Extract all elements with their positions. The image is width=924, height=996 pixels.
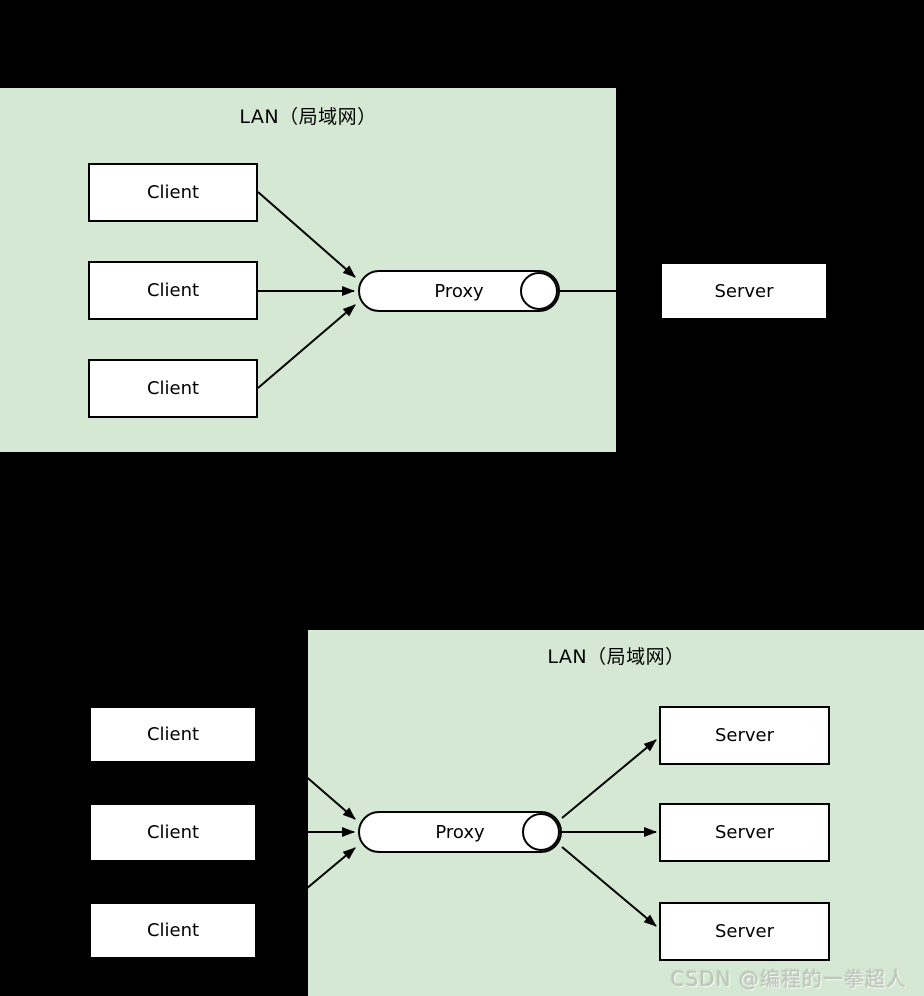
cylinder-cap-icon bbox=[522, 813, 560, 851]
fwd-client-node-3: Client bbox=[88, 359, 258, 418]
rev-client-node-3: Client bbox=[89, 902, 257, 959]
rev-client-node-1: Client bbox=[89, 706, 257, 763]
cylinder-cap-icon bbox=[520, 272, 558, 310]
fwd-server-node: Server bbox=[660, 262, 828, 320]
fwd-proxy-label: Proxy bbox=[434, 280, 484, 302]
rev-server-label-3: Server bbox=[714, 921, 775, 942]
rev-proxy-label: Proxy bbox=[435, 821, 485, 843]
rev-proxy-node: Proxy bbox=[358, 811, 562, 853]
reverse-proxy-lan-title: LAN（局域网） bbox=[547, 646, 685, 668]
fwd-client-label-1: Client bbox=[146, 182, 200, 203]
fwd-client-node-2: Client bbox=[88, 261, 258, 320]
rev-server-label-2: Server bbox=[714, 822, 775, 843]
rev-client-label-3: Client bbox=[146, 920, 200, 941]
rev-client-label-2: Client bbox=[146, 822, 200, 843]
fwd-server-label: Server bbox=[714, 280, 774, 302]
fwd-client-label-2: Client bbox=[146, 280, 200, 301]
rev-client-node-2: Client bbox=[89, 803, 257, 862]
fwd-client-label-3: Client bbox=[146, 378, 200, 399]
rev-server-node-2: Server bbox=[659, 803, 830, 862]
rev-server-label-1: Server bbox=[714, 725, 775, 746]
fwd-proxy-node: Proxy bbox=[358, 270, 560, 312]
rev-server-node-1: Server bbox=[659, 706, 830, 765]
rev-client-label-1: Client bbox=[146, 724, 200, 745]
fwd-client-node-1: Client bbox=[88, 163, 258, 222]
csdn-watermark: CSDN @编程的一拳超人 bbox=[670, 967, 907, 991]
rev-server-node-3: Server bbox=[659, 902, 830, 961]
forward-proxy-lan-title: LAN（局域网） bbox=[239, 106, 377, 128]
